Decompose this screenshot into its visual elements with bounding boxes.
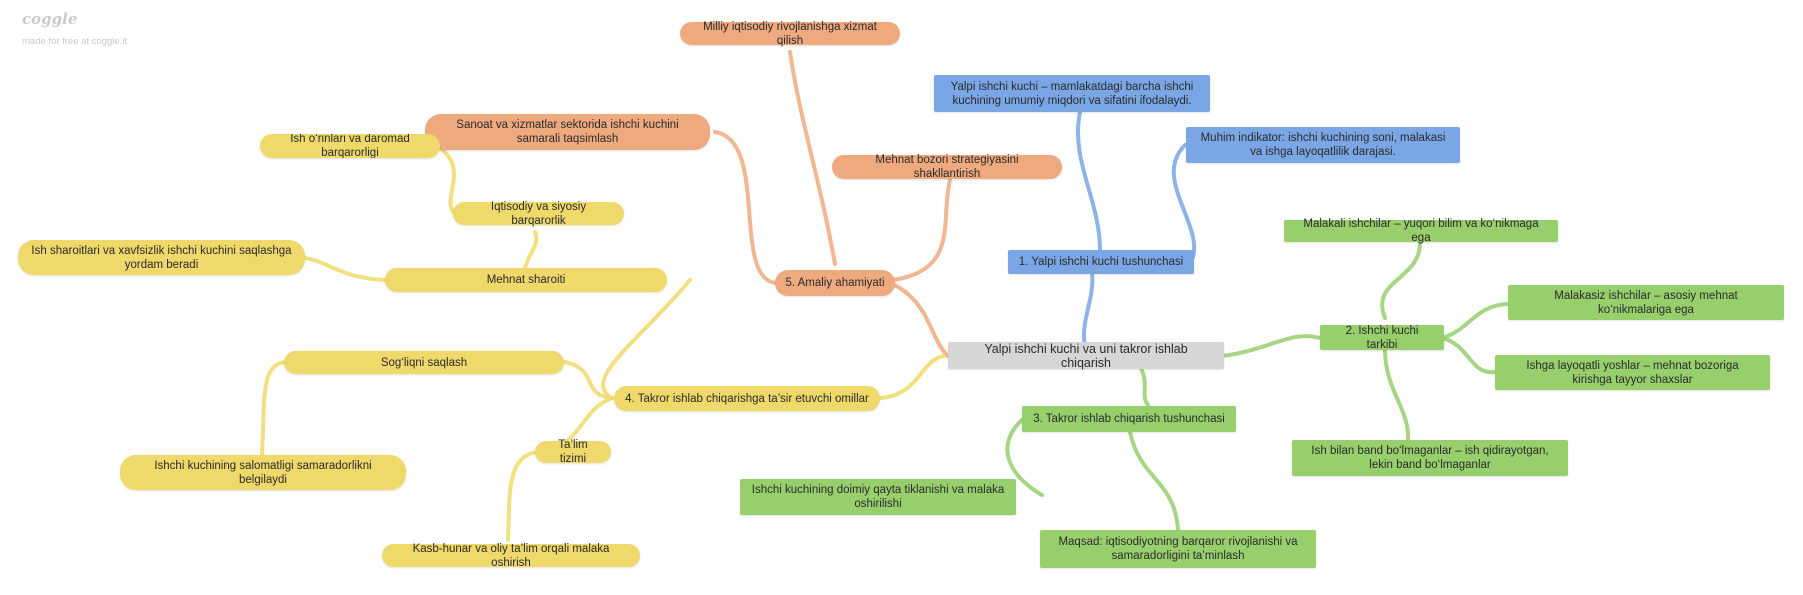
link-root-branch1: [1082, 270, 1095, 348]
link-branch2-item1: [1380, 241, 1422, 320]
node-milliy-iqtisodiy-rivojlanish[interactable]: Milliy iqtisodiy rivojlanishga xizmat qi…: [680, 21, 900, 47]
link-root-branch4: [878, 354, 946, 400]
node-ishchi-kuchining-salomatligi[interactable]: Ishchi kuchining salomatligi samaradorli…: [120, 455, 406, 490]
node-ish-orinlari-va-daromad[interactable]: Ish o‘rinlari va daromad barqarorligi: [260, 134, 440, 158]
node-mehnat-bozori-strategiyasi[interactable]: Mehnat bozori strategiyasini shakllantir…: [832, 154, 1062, 180]
link-root-branch2: [1220, 334, 1322, 358]
node-doimiy-qayta-tiklanishi[interactable]: Ishchi kuchining doimiy qayta tiklanishi…: [740, 479, 1016, 515]
node-malakali-ishchilar[interactable]: Malakali ishchilar – yuqori bilim va ko‘…: [1284, 218, 1558, 244]
root-node[interactable]: Yalpi ishchi kuchi va uni takror ishlab …: [948, 342, 1224, 370]
link-branch2-item2: [1440, 302, 1510, 340]
node-yalpi-ishchi-kuchi-definition[interactable]: Yalpi ishchi kuchi – mamlakatdagi barcha…: [934, 75, 1210, 112]
link-root-branch3: [1138, 364, 1150, 407]
link-branch1-item1: [1075, 110, 1102, 252]
node-iqtisodiy-va-siyosiy-barqarorlik[interactable]: Iqtisodiy va siyosiy barqarorlik: [453, 201, 624, 227]
coggle-logo: coggle: [22, 10, 78, 28]
node-sogliqni-saqlash[interactable]: Sog‘liqni saqlash: [284, 351, 564, 374]
link-iqtisodiy-leaf: [438, 146, 457, 216]
coggle-credit: made for free at coggle.it: [22, 36, 128, 47]
node-ishga-layoqatli-yoshlar[interactable]: Ishga layoqatli yoshlar – mehnat bozorig…: [1495, 355, 1770, 390]
node-kasb-hunar-va-oliy-talim[interactable]: Kasb-hunar va oliy ta’lim orqali malaka …: [382, 543, 640, 569]
link-root-branch5: [888, 281, 950, 358]
node-maqsad[interactable]: Maqsad: iqtisodiyotning barqaror rivojla…: [1040, 530, 1316, 568]
link-branch3-item2: [1128, 430, 1180, 532]
node-malakasiz-ishchilar[interactable]: Malakasiz ishchilar – asosiy mehnat ko‘n…: [1508, 285, 1784, 320]
branch-amaliy-ahamiyati[interactable]: 5. Amaliy ahamiyati: [775, 270, 895, 296]
link-branch5-item2: [713, 130, 780, 285]
link-branch5-item1: [788, 50, 837, 266]
link-soglik-leaf: [260, 360, 287, 457]
node-ish-sharoitlari-va-xavfsizlik[interactable]: Ish sharoitlari va xavfsizlik ishchi kuc…: [18, 240, 305, 275]
link-branch2-item4: [1383, 348, 1411, 442]
coggle-watermark: coggle made for free at coggle.it: [22, 10, 127, 47]
node-sanoat-va-xizmatlar[interactable]: Sanoat va xizmatlar sektorida ishchi kuc…: [425, 114, 710, 150]
node-ish-bilan-band-bolmaganlar[interactable]: Ish bilan band bo‘lmaganlar – ish qidira…: [1292, 440, 1568, 476]
node-muhim-indikator[interactable]: Muhim indikator: ishchi kuchining soni, …: [1186, 127, 1460, 163]
link-branch3-item1: [1005, 418, 1044, 497]
link-mehnat-leaf: [303, 256, 387, 282]
node-talim-tizimi[interactable]: Ta’lim tizimi: [535, 439, 611, 465]
branch-ishchi-kuchi-tarkibi[interactable]: 2. Ishchi kuchi tarkibi: [1320, 325, 1444, 351]
node-mehnat-sharoiti[interactable]: Mehnat sharoiti: [385, 268, 667, 292]
branch-takror-ishlab-chiqarishga-tasir-etuvchi-omillar[interactable]: 4. Takror ishlab chiqarishga ta’sir etuv…: [614, 386, 880, 411]
link-branch4-soglik: [563, 360, 614, 400]
link-branch2-item3: [1440, 336, 1497, 375]
link-branch4-mehnat: [601, 278, 692, 400]
link-mehnat-iqtisodiy: [523, 230, 539, 270]
branch-yalpi-ishchi-kuchi-tushunchasi[interactable]: 1. Yalpi ishchi kuchi tushunchasi: [1008, 250, 1194, 274]
branch-takror-ishlab-chiqarish-tushunchasi[interactable]: 3. Takror ishlab chiqarish tushunchasi: [1022, 406, 1236, 432]
link-talim-leaf: [506, 450, 540, 542]
link-branch5-item3: [891, 178, 952, 282]
